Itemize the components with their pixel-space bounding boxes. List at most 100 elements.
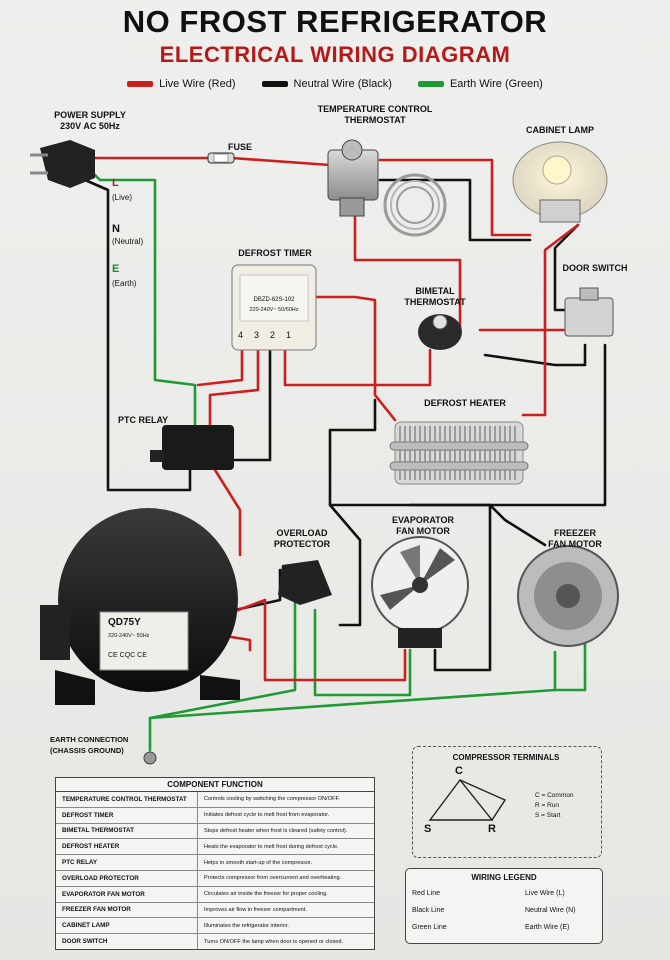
compressor [40, 508, 240, 705]
defrost-timer [231, 264, 317, 351]
terminal-key-s: S = Start [535, 812, 561, 819]
legend-red-left: Red Line [412, 890, 441, 897]
earth-connection-label: EARTH CONNECTION (CHASSIS GROUND) [50, 734, 160, 756]
component-name-cell: DOOR SWITCH [56, 934, 198, 949]
neutral-wire-loop [328, 343, 607, 507]
live-wire-relay [208, 348, 260, 427]
component-desc-cell: Improves air flow in freezer compartment… [204, 906, 307, 913]
evap-fan-label-2: FAN MOTOR [396, 526, 450, 536]
legend-green-left: Green Line [412, 924, 447, 931]
live-wire-door [521, 223, 580, 417]
timer-pin-1: 1 [286, 330, 292, 340]
green-swatch [417, 81, 444, 87]
component-name-cell: TEMPERATURE CONTROL THERMOSTAT [56, 792, 198, 807]
power-voltage-text: 230V AC 50Hz [60, 121, 120, 131]
black-swatch [261, 81, 288, 87]
component-desc-cell: Protects compressor from overcurrent and… [204, 875, 342, 882]
l-label: L [112, 177, 119, 189]
neutral-wire-main [83, 178, 192, 492]
live-wire-lamp [378, 158, 532, 237]
component-name-cell: BIMETAL THERMOSTAT [56, 823, 198, 839]
red-swatch [127, 81, 154, 87]
table-row: FREEZER FAN MOTOR Improves air flow in fr… [56, 902, 374, 919]
terminal-c: C [455, 765, 463, 777]
compressor-model-label: QD75Y [108, 617, 141, 628]
earth-connection-label-1: EARTH CONNECTION [50, 735, 129, 744]
legend-black-left: Black Line [412, 907, 445, 914]
terminal-key-c: C = Common [535, 792, 574, 799]
overload-protector [278, 560, 332, 605]
legend-green-right: Earth Wire (E) [525, 924, 570, 931]
live-wire-comp [213, 468, 242, 557]
component-name-cell: OVERLOAD PROTECTOR [56, 870, 198, 886]
terminal-key-r: R = Run [535, 802, 560, 809]
cabinet-lamp-label: CABINET LAMP [526, 125, 594, 135]
neutral-wire-overload [328, 503, 362, 627]
freezer-fan-label-2: FAN MOTOR [548, 539, 602, 549]
power-plug [30, 140, 95, 188]
compressor-marks-label: CE CQC CE [108, 652, 147, 659]
legend-earth-label: Earth Wire (Green) [449, 78, 543, 90]
earth-wires [88, 168, 587, 752]
neutral-wire-lamp [378, 178, 532, 242]
freezer-fan-motor [517, 545, 619, 647]
live-wire-timer-right [313, 295, 397, 422]
neutral-wire-timer [233, 348, 272, 462]
component-desc-cell: Helps in smooth start-up of the compress… [204, 859, 313, 866]
component-name-cell: CABINET LAMP [56, 918, 198, 934]
compressor-spec-label: 220-240V~ 50Hz [108, 633, 150, 639]
neutral-wire-bimetal [483, 343, 587, 367]
live-wire-timer-top [353, 213, 462, 332]
evap-fan-label-1: EVAPORATOR [391, 515, 454, 525]
defrost-heater-label: DEFROST HEATER [424, 398, 506, 408]
neutral-label: (Neutral) [112, 237, 144, 246]
live-wire-evap [223, 598, 407, 682]
live-wire-bimetal [283, 348, 432, 387]
timer-spec-text: 220-240V~ 50/60Hz [249, 307, 299, 313]
table-row: TEMPERATURE CONTROL THERMOSTAT Controls c… [56, 792, 374, 808]
ptc-relay [150, 425, 234, 470]
timer-model-text: DBZD-62S-102 [253, 297, 295, 303]
n-label: N [112, 223, 120, 235]
wiring-legend-title: WIRING LEGEND [471, 873, 537, 882]
power-supply-text: POWER SUPPLY [54, 110, 126, 120]
legend-black-right: Neutral Wire (N) [525, 907, 576, 914]
defrost-timer-label: DEFROST TIMER [238, 248, 312, 258]
component-name-cell: FREEZER FAN MOTOR [56, 902, 198, 918]
neutral-wire-evap [408, 503, 492, 672]
legend-neutral-label: Neutral Wire (Black) [293, 78, 392, 90]
timer-pin-3: 3 [254, 330, 260, 340]
page-title: NO FROST REFRIGERATOR [122, 4, 548, 39]
component-desc-cell: Illuminates the refrigerator interior. [204, 922, 289, 929]
legend-live-label: Live Wire (Red) [159, 78, 236, 90]
legend-red-right: Live Wire (L) [525, 890, 565, 897]
bimetal-label-2: THERMOSTAT [404, 297, 466, 307]
bimetal-label-1: BIMETAL [415, 286, 455, 296]
component-desc-cell: Turns ON/OFF the lamp when door is opene… [204, 938, 344, 945]
live-label: (Live) [112, 193, 133, 202]
component-desc-cell: Initiates defrost cycle to melt frost fr… [204, 812, 330, 819]
live-wire-comp-2 [223, 634, 252, 652]
terminal-s: S [424, 823, 432, 835]
component-function-table: COMPONENT FUNCTION TEMPERATURE CONTROL T… [55, 777, 375, 950]
component-name-cell: EVAPORATOR FAN MOTOR [56, 886, 198, 902]
e-label: E [112, 263, 120, 275]
timer-pin-2: 2 [270, 330, 276, 340]
earth-connection-label-2: (CHASSIS GROUND) [50, 746, 124, 755]
neutral-wire-freezer [488, 503, 547, 547]
component-desc-cell: Controls cooling by switching the compre… [204, 796, 340, 803]
ptc-relay-label: PTC RELAY [118, 415, 169, 425]
table-row: CABINET LAMP Illuminates the refrigerator… [56, 918, 374, 935]
terminal-triangle [428, 778, 507, 821]
component-name-cell: DEFROST TIMER [56, 807, 198, 823]
door-switch [564, 287, 614, 337]
component-table-title: COMPONENT FUNCTION [56, 778, 374, 792]
